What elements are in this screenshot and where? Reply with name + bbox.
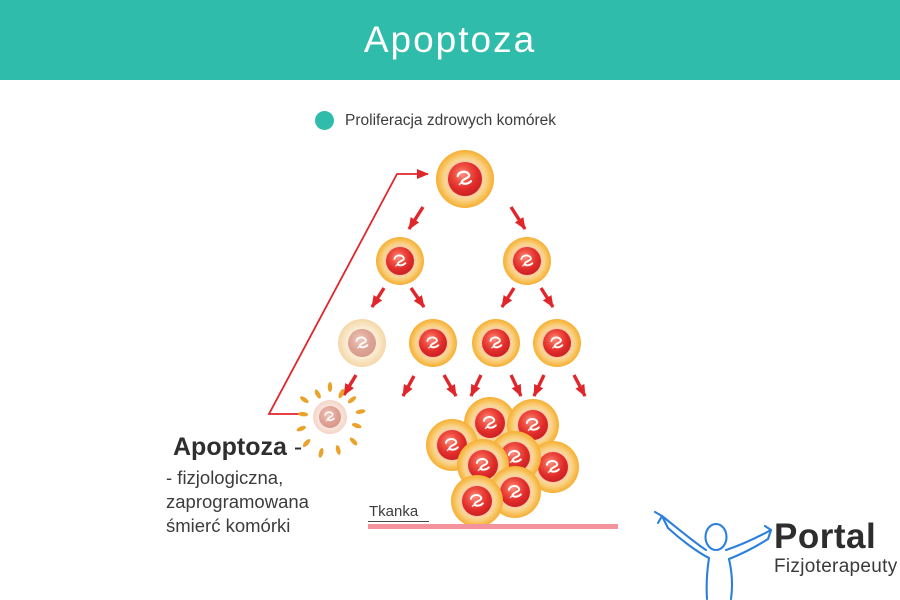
cell-nucleus — [386, 247, 414, 275]
apoptosis-annotation: Apoptoza - - fizjologiczna, zaprogramowa… — [166, 433, 309, 538]
cell-nucleus — [499, 476, 531, 508]
burst-fragment-icon — [355, 409, 366, 414]
burst-fragment-icon — [335, 445, 341, 455]
header-bar: Apoptoza — [0, 0, 900, 80]
division-arrow — [509, 374, 523, 397]
legend-label: Proliferacja zdrowych komórek — [345, 111, 557, 129]
cell-nucleus — [474, 407, 506, 439]
apoptotic-cell — [338, 319, 386, 367]
division-arrow — [442, 374, 458, 397]
cell-nucleus — [348, 329, 376, 357]
page-title: Apoptoza — [363, 19, 537, 60]
division-arrow — [342, 374, 358, 396]
cell-nucleus — [543, 329, 571, 357]
cell-nucleus — [461, 485, 493, 517]
burst-fragment-icon — [299, 396, 309, 404]
cell-nucleus — [318, 405, 342, 429]
annotation-heading: Apoptoza - — [173, 433, 309, 462]
person-raised-arms-icon — [653, 510, 773, 600]
legend: Proliferacja zdrowych komórek — [315, 111, 556, 130]
burst-fragment-icon — [318, 448, 324, 458]
burst-fragment-icon — [327, 382, 333, 392]
division-arrow — [572, 374, 587, 397]
division-arrow — [370, 287, 386, 308]
annotation-line: - fizjologiczna, — [166, 467, 284, 488]
division-arrow — [469, 374, 483, 397]
cell-nucleus — [419, 329, 447, 357]
logo-text: Portal Fizjoterapeuty — [774, 518, 898, 578]
division-arrow — [532, 374, 546, 397]
division-arrow — [539, 287, 555, 308]
tissue-surface-line — [368, 524, 618, 529]
tissue-label: Tkanka — [369, 503, 419, 520]
healthy-cell — [533, 319, 581, 367]
portal-fizjoterapeuty-logo: Portal Fizjoterapeuty — [652, 506, 897, 600]
annotation-heading-word: Apoptoza — [173, 433, 287, 461]
division-arrow — [500, 287, 516, 308]
burst-fragment-icon — [351, 423, 362, 429]
division-arrow — [409, 287, 426, 308]
burst-fragment-icon — [314, 389, 321, 399]
healthy-cell — [436, 150, 494, 208]
burst-fragment-icon — [349, 437, 358, 446]
healthy-cell — [376, 237, 424, 285]
legend-dot-icon — [315, 111, 334, 130]
cell-nucleus — [513, 247, 541, 275]
burst-fragment-icon — [338, 389, 345, 399]
burst-fragment-icon — [298, 411, 309, 417]
healthy-cell — [409, 319, 457, 367]
division-arrow — [509, 206, 527, 230]
division-arrow — [401, 375, 416, 397]
apoptotic-cell — [313, 400, 347, 434]
burst-fragment-icon — [302, 439, 311, 448]
cell-nucleus — [482, 329, 510, 357]
cell-nucleus — [537, 451, 569, 483]
apoptosis-to-parent-connector — [267, 169, 429, 415]
burst-fragment-icon — [347, 396, 357, 404]
cell-nucleus — [448, 162, 482, 196]
tissue-label-underline — [368, 521, 429, 522]
logo-subtitle: Fizjoterapeuty — [774, 556, 898, 577]
annotation-line: śmierć komórki — [166, 515, 291, 536]
healthy-cell — [451, 475, 503, 527]
annotation-heading-separator: - — [286, 433, 303, 461]
annotation-line: zaprogramowana — [166, 491, 309, 512]
burst-fragment-icon — [296, 425, 306, 432]
logo-title: Portal — [774, 517, 877, 556]
healthy-cell — [472, 319, 520, 367]
healthy-cell — [503, 237, 551, 285]
division-arrow — [407, 206, 425, 230]
